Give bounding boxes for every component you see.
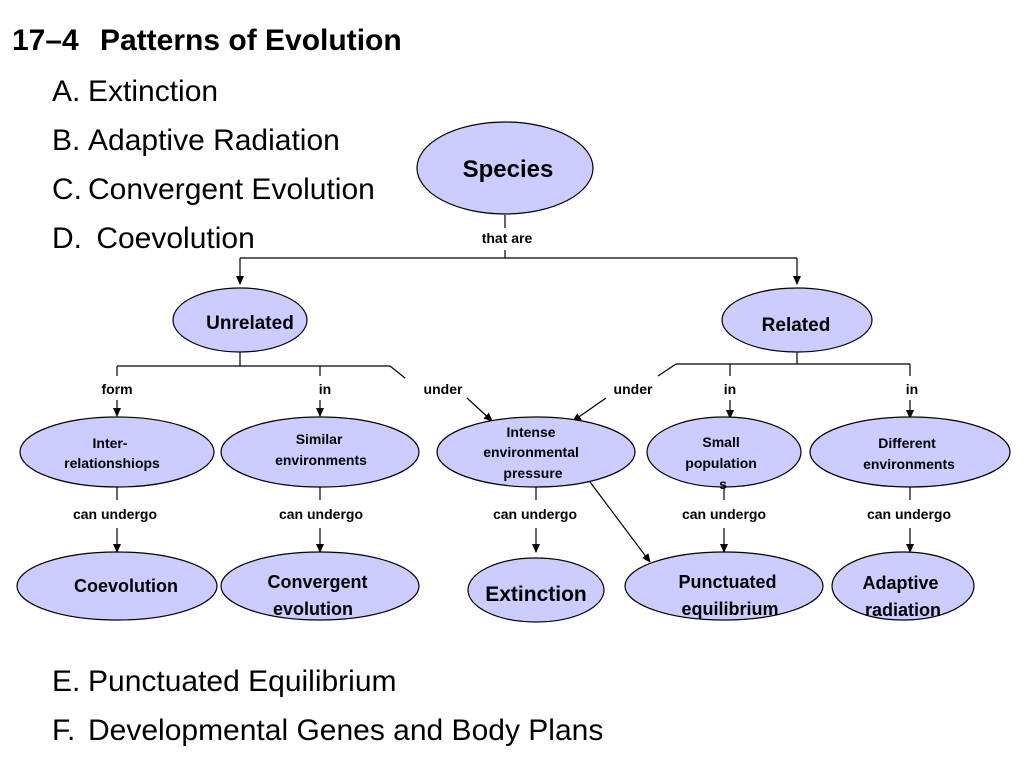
node-intense-pressure: Intense environmental pressure <box>436 416 636 488</box>
node-extinction: Extinction <box>467 557 605 623</box>
outline-item: F. Developmental Genes and Body Plans <box>52 712 603 761</box>
arrow-to-intense-right <box>572 397 607 422</box>
node-convergent-evolution-label: Convergent evolution <box>267 572 372 619</box>
node-convergent-evolution: Convergent evolution <box>220 551 420 621</box>
outline-text: Developmental Genes and Body Plans <box>88 714 604 747</box>
section-number: 17–4 <box>12 24 79 57</box>
outline-text: Convergent Evolution <box>88 173 375 206</box>
outline-letter: F. <box>52 714 76 747</box>
outline-list-top: A.Extinction B.Adaptive Radiation C.Conv… <box>52 73 375 269</box>
outline-item: D. Coevolution <box>52 220 375 269</box>
node-coevolution: Coevolution <box>16 551 218 621</box>
outline-text: Adaptive Radiation <box>88 124 340 157</box>
outline-text: Coevolution <box>88 222 255 255</box>
link-label-can-undergo: can undergo <box>73 506 157 522</box>
link-label-in: in <box>906 381 918 397</box>
node-small-populations: Small population s <box>646 416 802 492</box>
node-coevolution-label: Coevolution <box>74 576 178 596</box>
link-label-form: form <box>101 381 132 397</box>
arrow-intense-to-punctuated <box>589 481 651 563</box>
link-label-can-undergo: can undergo <box>867 506 951 522</box>
node-extinction-label: Extinction <box>485 583 587 606</box>
outline-text: Extinction <box>88 75 219 108</box>
link-label-under: under <box>614 381 653 397</box>
outline-item: B.Adaptive Radiation <box>52 122 375 171</box>
node-interrelationships: Inter- relationshiops <box>19 416 215 488</box>
node-punctuated-equilibrium: Punctuated equilibrium <box>624 551 824 621</box>
outline-item: C.Convergent Evolution <box>52 171 375 220</box>
outline-letter: E. <box>52 665 81 698</box>
link-label-under: under <box>424 381 463 397</box>
node-different-environments: Different environments <box>809 416 1011 488</box>
link-label-can-undergo: can undergo <box>493 506 577 522</box>
link-label-can-undergo: can undergo <box>279 506 363 522</box>
outline-list-bottom: E.Punctuated Equilibrium F. Developmental… <box>52 663 603 761</box>
link-label-in: in <box>724 381 736 397</box>
outline-item: A.Extinction <box>52 73 375 122</box>
connector-line <box>389 365 406 379</box>
node-interrelationships-label: Inter- relationshiops <box>64 435 160 471</box>
section-title: Patterns of Evolution <box>100 24 402 57</box>
outline-item: E.Punctuated Equilibrium <box>52 663 603 712</box>
node-similar-environments-label: Similar environments <box>275 431 367 468</box>
node-small-populations-label: Small population s <box>685 434 760 492</box>
node-adaptive-radiation-label: Adaptive radiation <box>862 573 943 620</box>
arrow-to-intense-left <box>466 397 493 422</box>
node-related-label: Related <box>762 315 831 336</box>
outline-text: Punctuated Equilibrium <box>88 665 397 698</box>
node-adaptive-radiation: Adaptive radiation <box>831 551 975 621</box>
link-label-in: in <box>319 381 331 397</box>
outline-letter: A. <box>52 75 81 108</box>
outline-letter: B. <box>52 124 81 157</box>
outline-letter: C. <box>52 173 82 206</box>
node-unrelated-label: Unrelated <box>206 313 294 334</box>
node-species: Species <box>416 121 594 215</box>
node-punctuated-equilibrium-label: Punctuated equilibrium <box>678 572 781 619</box>
slide-title: 17–4 Patterns of Evolution <box>12 24 402 58</box>
node-intense-pressure-label: Intense environmental pressure <box>483 424 583 481</box>
node-related: Related <box>721 287 873 353</box>
link-label-that-are: that are <box>482 230 533 246</box>
node-unrelated: Unrelated <box>172 287 308 353</box>
node-similar-environments: Similar environments <box>220 416 420 488</box>
node-species-label: Species <box>463 156 554 183</box>
connector-line <box>657 363 677 377</box>
node-different-environments-label: Different environments <box>863 435 955 472</box>
link-label-can-undergo: can undergo <box>682 506 766 522</box>
outline-letter: D. <box>52 222 82 255</box>
